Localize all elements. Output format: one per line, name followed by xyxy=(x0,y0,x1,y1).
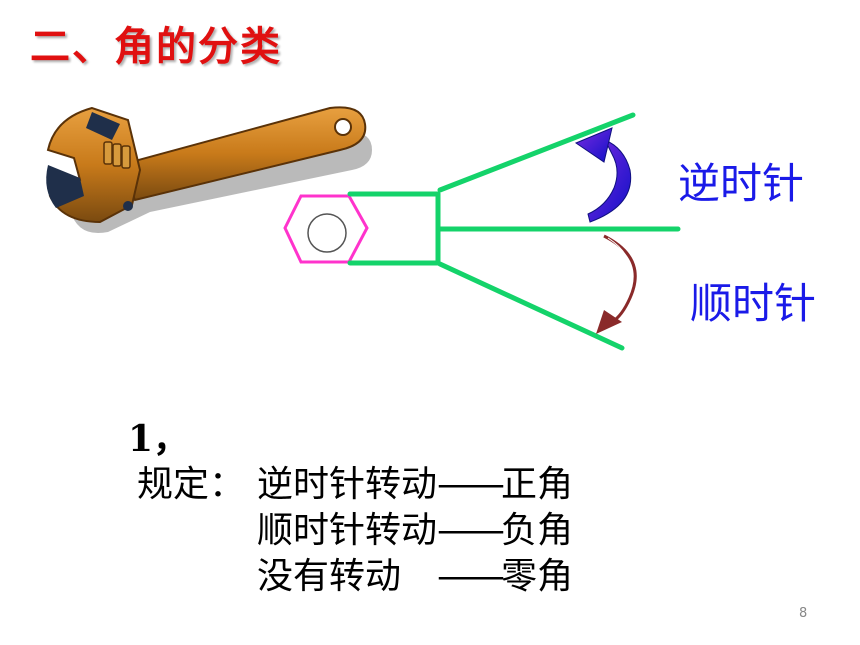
counterclockwise-arrow-icon xyxy=(574,127,632,223)
counterclockwise-label: 逆时针 xyxy=(678,159,805,208)
rule-result: 零角 xyxy=(501,556,574,597)
rule-rotation: 没有转动 xyxy=(257,556,438,597)
rule-prefix: 规定： xyxy=(137,464,246,505)
slide-title: 二、角的分类 xyxy=(30,24,282,70)
item-number: 1， xyxy=(128,418,190,460)
rule-row: 没有转动 ——零角 xyxy=(137,554,573,600)
rule-result: 负角 xyxy=(501,510,574,551)
clockwise-arrow-icon xyxy=(596,234,637,334)
rule-dash: —— xyxy=(437,510,505,551)
rule-result: 正角 xyxy=(501,464,574,505)
bolt-circle xyxy=(307,213,347,253)
rule-rotation: 逆时针转动 xyxy=(257,464,438,505)
rule-dash: —— xyxy=(437,556,505,597)
rule-row: 顺时针转动——负角 xyxy=(137,508,573,554)
angle-rays xyxy=(347,112,681,351)
rule-row: 规定： 逆时针转动——正角 xyxy=(137,462,573,508)
angle-rules: 规定：逆时针转动——正角 顺时针转动——负角 没有转动 ——零角 xyxy=(137,462,573,600)
clockwise-label: 顺时针 xyxy=(690,279,817,328)
page-number: 8 xyxy=(799,606,808,621)
rule-rotation: 顺时针转动 xyxy=(257,510,438,551)
wrench-icon xyxy=(46,106,372,234)
rule-dash: —— xyxy=(437,464,505,505)
